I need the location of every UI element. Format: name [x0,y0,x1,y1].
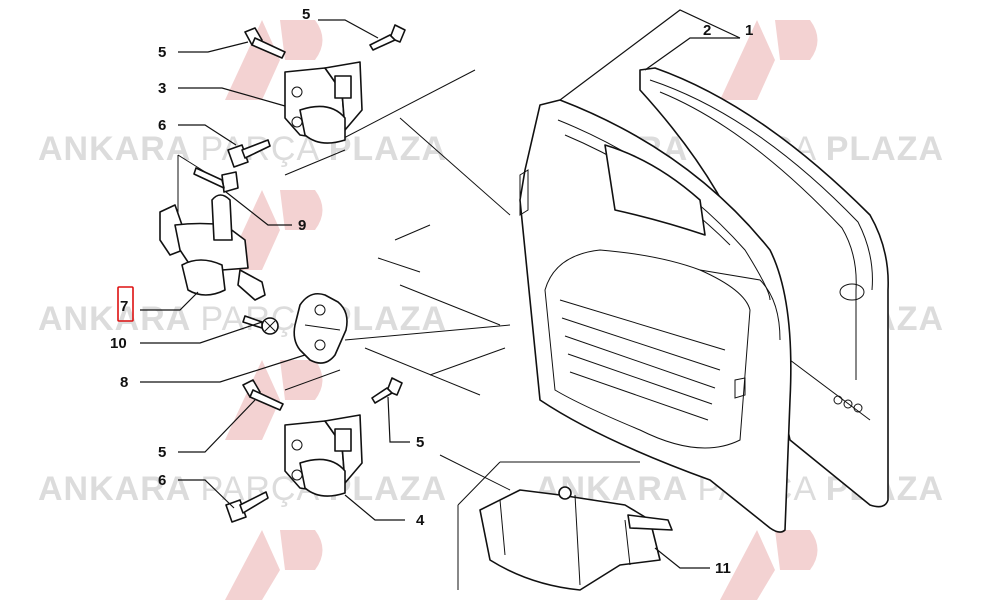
lower-hinge-part-4 [284,414,363,497]
callout-10: 10 [110,335,127,352]
bolt-part-9 [193,167,239,193]
callout-8: 8 [120,374,128,391]
callout-7[interactable]: 7 [120,298,128,315]
watermark-logo [720,530,818,600]
callout-7-highlight-box [117,286,134,322]
callout-leaders [140,9,741,569]
watermark-logo [720,20,818,100]
cover-trim-part-11 [479,486,673,591]
callout-5: 5 [158,444,166,461]
callout-3: 3 [158,80,166,97]
callout-11: 11 [715,560,731,577]
upper-hinge-part-3 [284,61,363,144]
rubber-buffer-part-8 [293,292,348,364]
bolt-part-10 [242,315,279,335]
bolt-part-5-top-left [244,27,286,59]
callout-4: 4 [416,512,425,529]
callout-9: 9 [298,217,306,234]
callout-6: 6 [158,472,166,489]
callout-labels: 5 5 3 6 9 7 10 8 5 5 6 4 11 2 1 [110,6,753,577]
bolt-part-5-top-right [369,24,406,51]
watermark-text: ANKARA PARÇA PLAZA [38,470,447,508]
explosion-guide-lines [177,69,640,590]
watermark-text: ANKARA PARÇA PLAZA [38,300,447,338]
watermark-text: ANKARA PARÇA PLAZA [38,130,447,168]
bolt-part-5-mid-right [371,377,403,404]
callout-1: 1 [745,22,753,39]
bolt-part-5-mid-left [242,379,284,411]
watermark-logo [225,20,323,100]
callout-2: 2 [703,22,711,39]
callout-6: 6 [158,117,166,134]
door-check-strap-part-7 [159,194,266,301]
watermark-logo [225,360,323,440]
callout-5: 5 [416,434,424,451]
callout-5: 5 [302,6,310,23]
callout-5: 5 [158,44,166,61]
watermark-logo [225,530,323,600]
inner-door-frame-part-2 [519,99,792,533]
bolt-part-6-top [227,139,271,168]
